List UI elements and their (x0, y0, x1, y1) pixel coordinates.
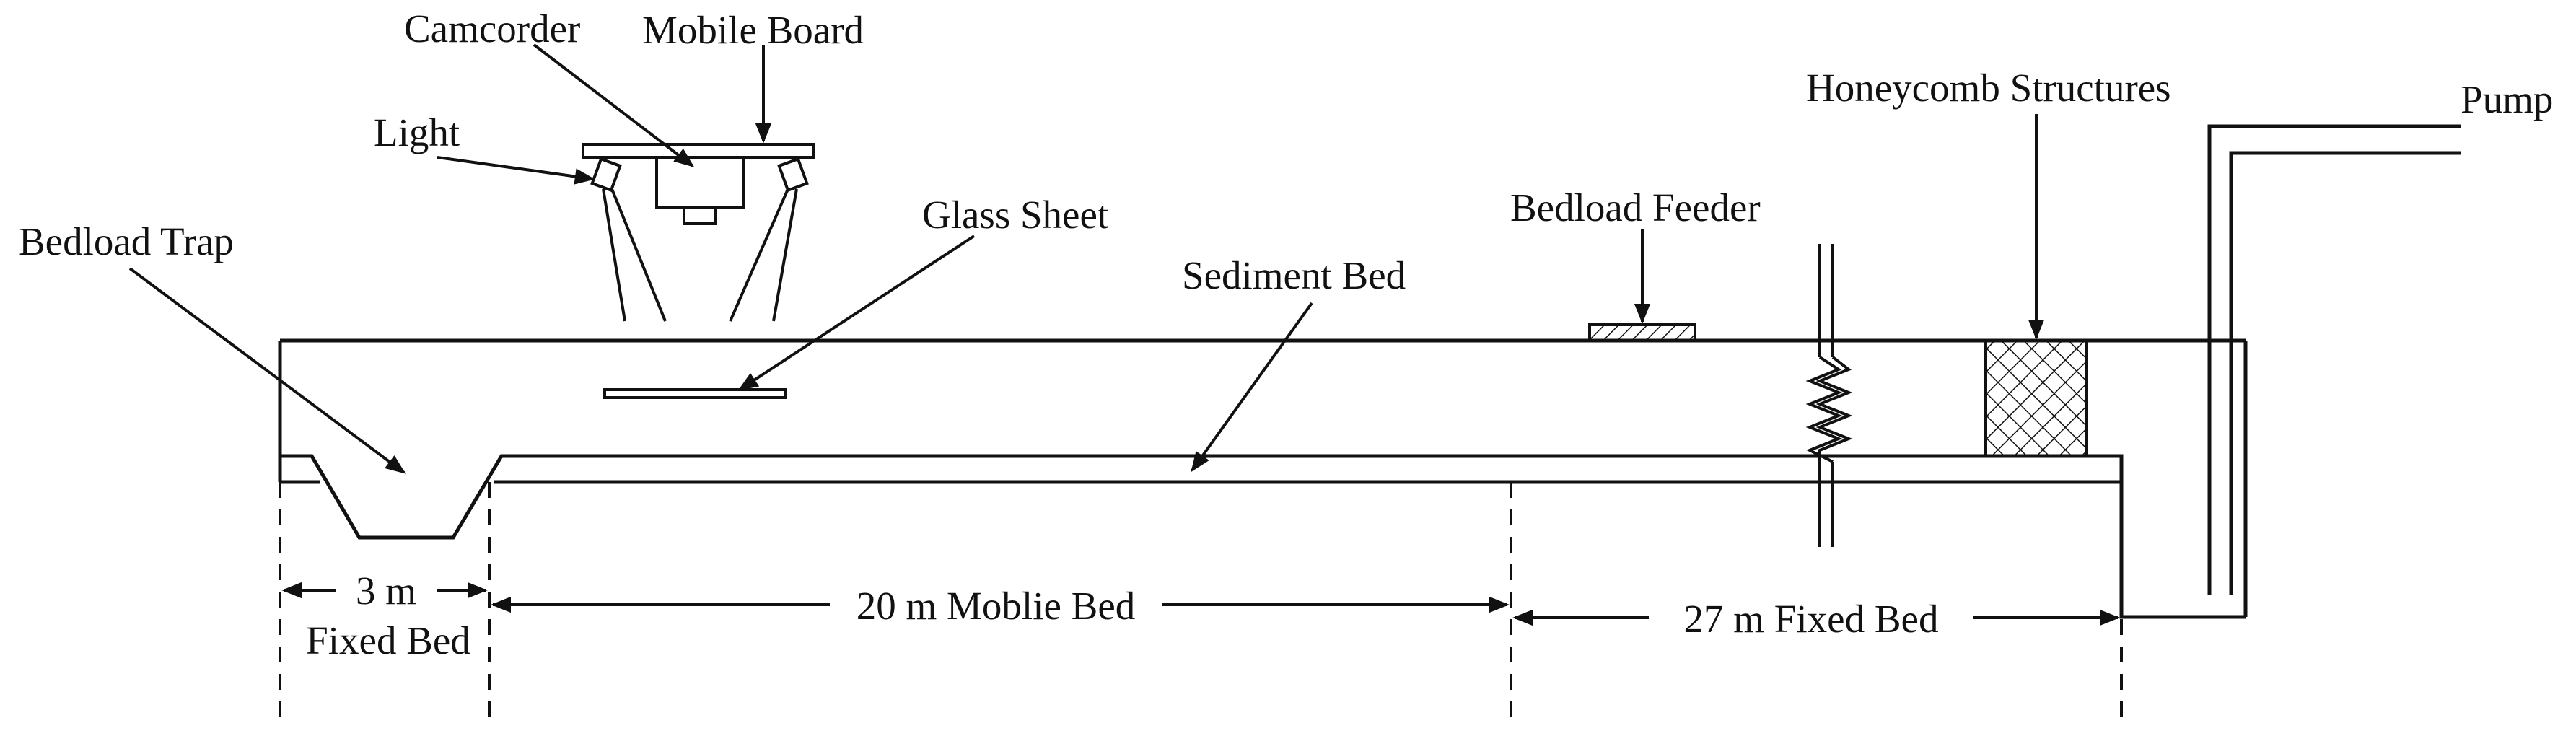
glass-sheet-leader (737, 235, 976, 391)
sediment-bed-leader (1191, 302, 1313, 473)
light-label: Light (374, 110, 460, 154)
camcorder-label: Camcorder (404, 6, 580, 51)
section-lines (279, 482, 2123, 729)
leader-arrows (128, 43, 2045, 474)
glass-sheet (603, 388, 787, 399)
pump-label: Pump (2461, 77, 2553, 121)
bedload-feeder (1588, 323, 1696, 342)
bedload-trap-label: Bedload Trap (19, 219, 234, 263)
pump-pipe (2207, 124, 2461, 595)
sediment-bed-surface (280, 454, 2246, 619)
camcorder-body (655, 156, 745, 209)
honeycomb-block (1984, 339, 2088, 457)
mobile-board-label: Mobile Board (642, 8, 864, 52)
pipe-inner (2229, 151, 2461, 595)
sediment-bed-label: Sediment Bed (1182, 253, 1406, 297)
light-beam (729, 188, 789, 322)
honeycomb-structures-label: Honeycomb Structures (1806, 66, 2171, 110)
pipe-outer (2207, 124, 2461, 595)
flume (278, 338, 2248, 617)
trap-length-label: 3 m (356, 569, 416, 613)
trap-fixed-bed-label: Fixed Bed (306, 618, 470, 662)
break-zigzag (1815, 356, 1853, 462)
break-symbol (1805, 244, 1853, 547)
bedload-feeder-label: Bedload Feeder (1510, 185, 1761, 229)
bedload-trap-leader (128, 267, 406, 474)
bed-profile (280, 454, 2246, 619)
light-beam (772, 188, 798, 322)
light-beam (602, 188, 626, 322)
right-light (777, 157, 809, 193)
light-leader (437, 156, 595, 185)
camcorder-lens (683, 206, 717, 225)
camcorder-leader (533, 43, 695, 167)
mobile-board-assembly (582, 143, 815, 322)
fixed-bed-label: 27 m Fixed Bed (1684, 597, 1939, 641)
left-light (590, 157, 622, 193)
mobile-bed-label: 20 m Moblie Bed (857, 584, 1136, 628)
light-beam (610, 188, 667, 322)
dimension-arrows (281, 582, 2120, 626)
mobile-board (582, 143, 815, 159)
glass-sheet-label: Glass Sheet (922, 193, 1108, 237)
break-zigzag (1805, 356, 1843, 463)
